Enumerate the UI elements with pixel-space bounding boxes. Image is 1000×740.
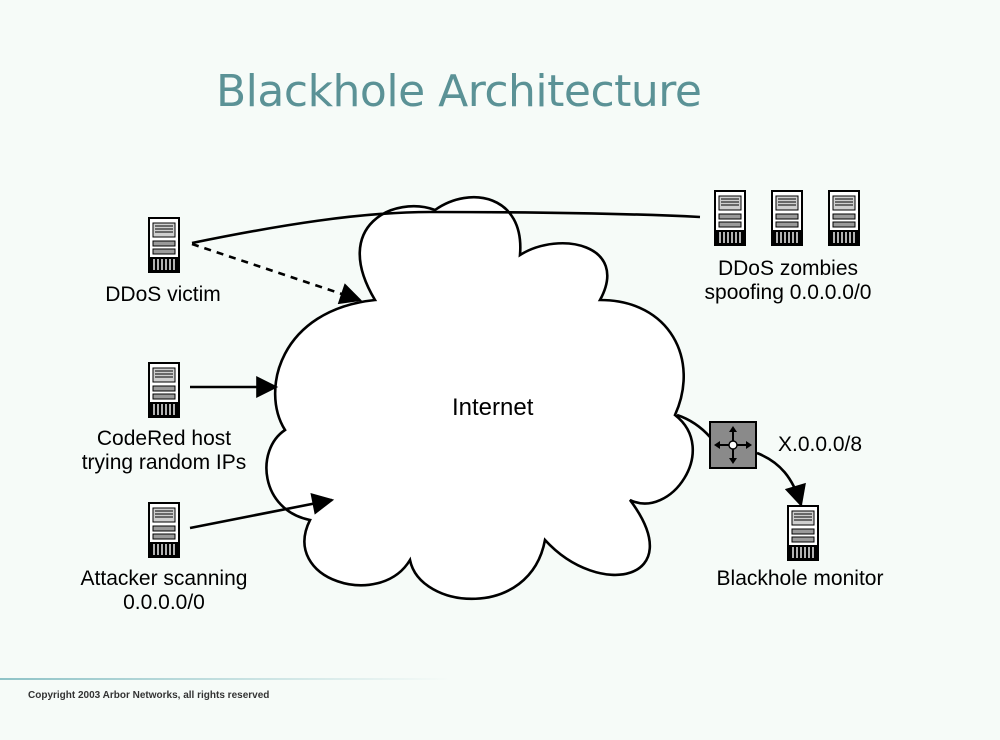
server-tower-icon [787,505,819,561]
server-tower-icon [828,190,860,246]
router-to-monitor-arrow [756,451,806,508]
zombies-label-line1: DDoS zombies [717,257,859,280]
footer-divider [0,678,450,680]
page-title: Blackhole Architecture [216,66,702,117]
ddos-victim-label: DDoS victim [105,283,221,306]
router-icon [709,421,757,469]
server-tower-icon [148,502,180,558]
zombies-label-line2: spoofing 0.0.0.0/0 [704,281,872,304]
server-tower-icon [714,190,746,246]
attacker-label-line2: 0.0.0.0/0 [123,591,205,614]
copyright-notice: Copyright 2003 Arbor Networks, all right… [28,690,270,701]
attacker-label-line1: Attacker scanning [80,567,248,590]
cloud-label: Internet [452,394,534,421]
blackhole-monitor-label: Blackhole monitor [716,567,884,590]
victim-backscatter-line [191,210,701,245]
router-route-label: X.0.0.0/8 [778,433,863,456]
server-tower-icon [148,217,180,273]
internet-cloud [265,196,695,601]
codered-label: CodeRed host trying random IPs [64,427,264,475]
zombies-label: DDoS zombies spoofing 0.0.0.0/0 [688,257,888,305]
attacker-arrow [189,493,335,530]
internet-to-router-line [676,413,711,438]
victim-dashed-arrow [191,242,363,305]
codered-label-line1: CodeRed host [96,427,232,450]
server-tower-icon [771,190,803,246]
attacker-label: Attacker scanning 0.0.0.0/0 [64,567,264,615]
server-tower-icon [148,362,180,418]
codered-label-line2: trying random IPs [81,451,247,474]
